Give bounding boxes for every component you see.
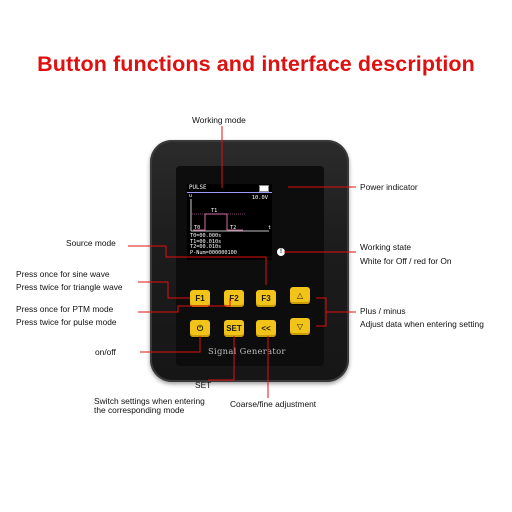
label-source-mode: Source mode — [66, 238, 116, 248]
set-button[interactable]: SET — [224, 320, 244, 337]
f3-button[interactable]: F3 — [256, 290, 276, 307]
lcd-screen: PULSE u 10.0V T1 T0 T2 t T0=00.000s T1=0… — [187, 184, 272, 260]
param-t1: T1=00.010s — [190, 238, 222, 245]
power-icon[interactable]: ⏻ — [190, 320, 210, 337]
up-arrow-button[interactable]: △ — [290, 287, 310, 304]
screen-params: T0=00.000s T1=00.010s T2=00.010s P-Num=0… — [190, 233, 237, 256]
screen-axis-t: t — [267, 225, 271, 231]
working-state-indicator: ! — [277, 248, 285, 256]
label-f1-line2: Press twice for triangle wave — [16, 282, 123, 292]
label-coarse-fine: Coarse/fine adjustment — [230, 399, 317, 409]
label-set-detail-line1: Switch settings when entering — [94, 396, 205, 406]
label-f2-line1: Press once for PTM mode — [16, 304, 114, 314]
power-indicator-icon — [259, 185, 269, 192]
param-pnum: P-Num=000000100 — [190, 249, 237, 256]
label-set-detail-line2: the corresponding mode — [94, 405, 185, 415]
screen-header-line — [187, 192, 272, 193]
label-f1-line1: Press once for sine wave — [16, 269, 110, 279]
label-working-state: Working state — [360, 242, 412, 252]
screen-voltage: 10.0V — [251, 195, 268, 201]
down-arrow-button[interactable]: ▽ — [290, 318, 310, 335]
signal-generator-device: PULSE u 10.0V T1 T0 T2 t T0=00.000s T1=0… — [150, 140, 349, 382]
waveform-plot: T1 T0 T2 — [190, 199, 269, 232]
label-plus-minus: Plus / minus — [360, 306, 406, 316]
page-title: Button functions and interface descripti… — [37, 52, 475, 76]
screen-mode-text: PULSE — [189, 185, 207, 191]
f2-button[interactable]: F2 — [224, 290, 244, 307]
screen-axis-u: u — [189, 193, 193, 199]
coarse-fine-button[interactable]: << — [256, 320, 276, 337]
device-engraving: Signal Generator — [208, 346, 286, 356]
wave-label-t1: T1 — [211, 208, 217, 214]
wave-label-t2: T2 — [230, 225, 236, 231]
label-working-state-detail: White for Off / red for On — [360, 256, 452, 266]
label-on-off: on/off — [95, 347, 116, 357]
label-power-indicator: Power indicator — [360, 182, 418, 192]
label-plus-minus-detail: Adjust data when entering setting — [360, 319, 484, 329]
param-t2: T2=00.010s — [190, 244, 222, 251]
wave-label-t0: T0 — [194, 225, 200, 231]
f1-button[interactable]: F1 — [190, 290, 210, 307]
label-set: SET — [195, 380, 212, 390]
param-t0: T0=00.000s — [190, 233, 222, 239]
label-f2-line2: Press twice for pulse mode — [16, 317, 117, 327]
label-working-mode: Working mode — [192, 115, 246, 125]
